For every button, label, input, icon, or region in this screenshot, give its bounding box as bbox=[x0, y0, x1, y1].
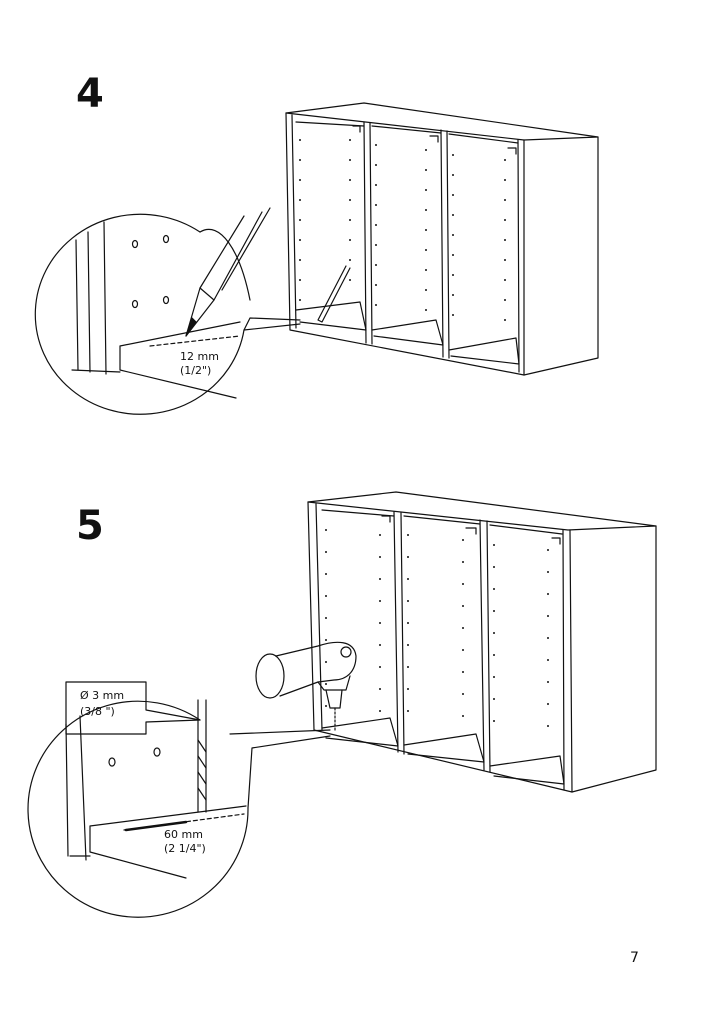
step-4-number: 4 bbox=[76, 71, 104, 117]
step5-measure-mm: 60 mm bbox=[164, 828, 203, 841]
pencil-body-icon bbox=[199, 207, 271, 301]
step4-small-pencil-icon bbox=[317, 265, 351, 323]
step4-cabinet-row bbox=[285, 102, 599, 376]
step5-cabinet-row bbox=[307, 491, 657, 793]
step4-detail-circle bbox=[34, 207, 301, 415]
step5-bit-inch: (3/8 ") bbox=[80, 705, 115, 718]
drill-bit-callout bbox=[65, 681, 201, 735]
step-5-number: 5 bbox=[76, 503, 104, 549]
step5-bit-mm: Ø 3 mm bbox=[80, 689, 125, 702]
step5-shelf-holes bbox=[325, 529, 549, 727]
pencil-tip-icon bbox=[185, 287, 215, 337]
drill-icon bbox=[255, 641, 357, 733]
step4-shelf-holes bbox=[299, 139, 506, 321]
page-number: 7 bbox=[630, 950, 639, 966]
step4-measure-mm: 12 mm bbox=[180, 350, 219, 363]
drill-bit-icon bbox=[197, 699, 207, 813]
step5-measure-inch: (2 1/4") bbox=[164, 842, 206, 855]
step5-detail-circle bbox=[27, 681, 331, 918]
step4-measure-inch: (1/2") bbox=[180, 364, 212, 377]
